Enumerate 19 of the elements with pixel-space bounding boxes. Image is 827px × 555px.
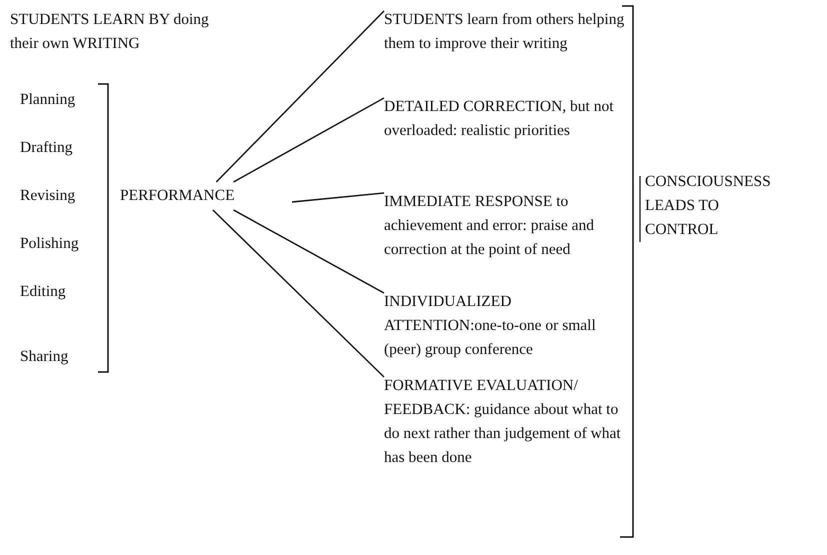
outcome-label: CONSCIOUSNESS LEADS TO CONTROL	[645, 172, 772, 240]
connector-line	[216, 10, 384, 182]
stage-label: Planning	[20, 90, 76, 110]
stage-label: Revising	[20, 186, 76, 206]
stage-label: Polishing	[20, 234, 79, 254]
connector-line	[233, 97, 384, 183]
central-concept: PERFORMANCE	[120, 184, 292, 208]
connector-line	[292, 192, 384, 203]
heading: STUDENTS LEARN BY doing their own WRITING	[10, 10, 210, 54]
stage-label: Sharing	[20, 347, 68, 367]
connector-line	[212, 210, 384, 378]
strategy-text: STUDENTS learn from others helping them to improve their writing	[384, 8, 629, 56]
stage-label: Drafting	[20, 138, 73, 158]
stage-label: Editing	[20, 282, 66, 302]
connector-line	[233, 209, 384, 294]
strategy-text: INDIVIDUALIZED ATTENTION:one-to-one or small (peer) group conference	[384, 290, 629, 362]
strategy-text: DETAILED CORRECTION, but not overloaded: realistic priorities	[384, 95, 629, 143]
strategy-text: FORMATIVE EVALUATION/ FEEDBACK: guidance about what to do next rather than judgement of what has been done	[384, 374, 624, 470]
strategy-text: IMMEDIATE RESPONSE to achievement and error: praise and correction at the point of need	[384, 190, 629, 262]
